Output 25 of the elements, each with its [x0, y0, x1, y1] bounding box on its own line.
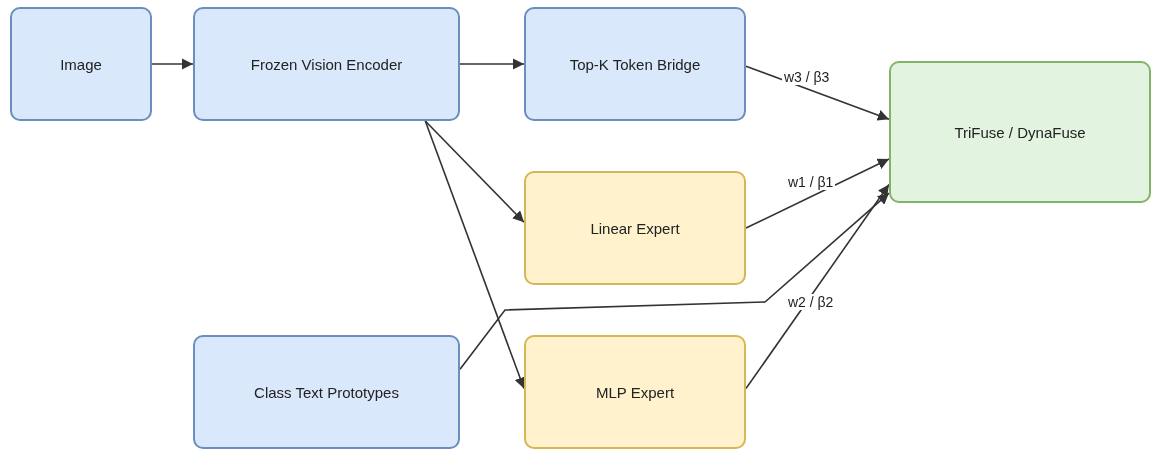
- process-box: [193, 335, 460, 449]
- arrow: [151, 58, 194, 70]
- arrow: [459, 192, 890, 370]
- process-box: [524, 7, 746, 121]
- process-box: [10, 7, 152, 121]
- edge-label: w1 / β1: [786, 174, 836, 190]
- arrow: [745, 65, 890, 121]
- box-label: MLP Expert: [595, 383, 675, 401]
- box-label: Class Text Prototypes: [254, 383, 399, 401]
- edge-label: w3 / β3: [782, 69, 832, 85]
- box-label: Linear Expert: [590, 219, 680, 237]
- process-box: [524, 335, 746, 449]
- box-label: Top-K Token Bridge: [569, 55, 701, 73]
- arrow: [459, 58, 525, 70]
- process-box: [524, 171, 746, 285]
- arrow: [745, 158, 890, 229]
- box-label: Image: [60, 55, 102, 73]
- arrow: [745, 183, 890, 390]
- process-box: [889, 61, 1151, 203]
- arrow: [424, 120, 526, 390]
- box-label: TriFuse / DynaFuse: [954, 123, 1086, 141]
- box-label: Frozen Vision Encoder: [250, 55, 403, 73]
- edge-label: w2 / β2: [786, 294, 836, 310]
- arrow: [424, 120, 525, 224]
- process-box: [193, 7, 460, 121]
